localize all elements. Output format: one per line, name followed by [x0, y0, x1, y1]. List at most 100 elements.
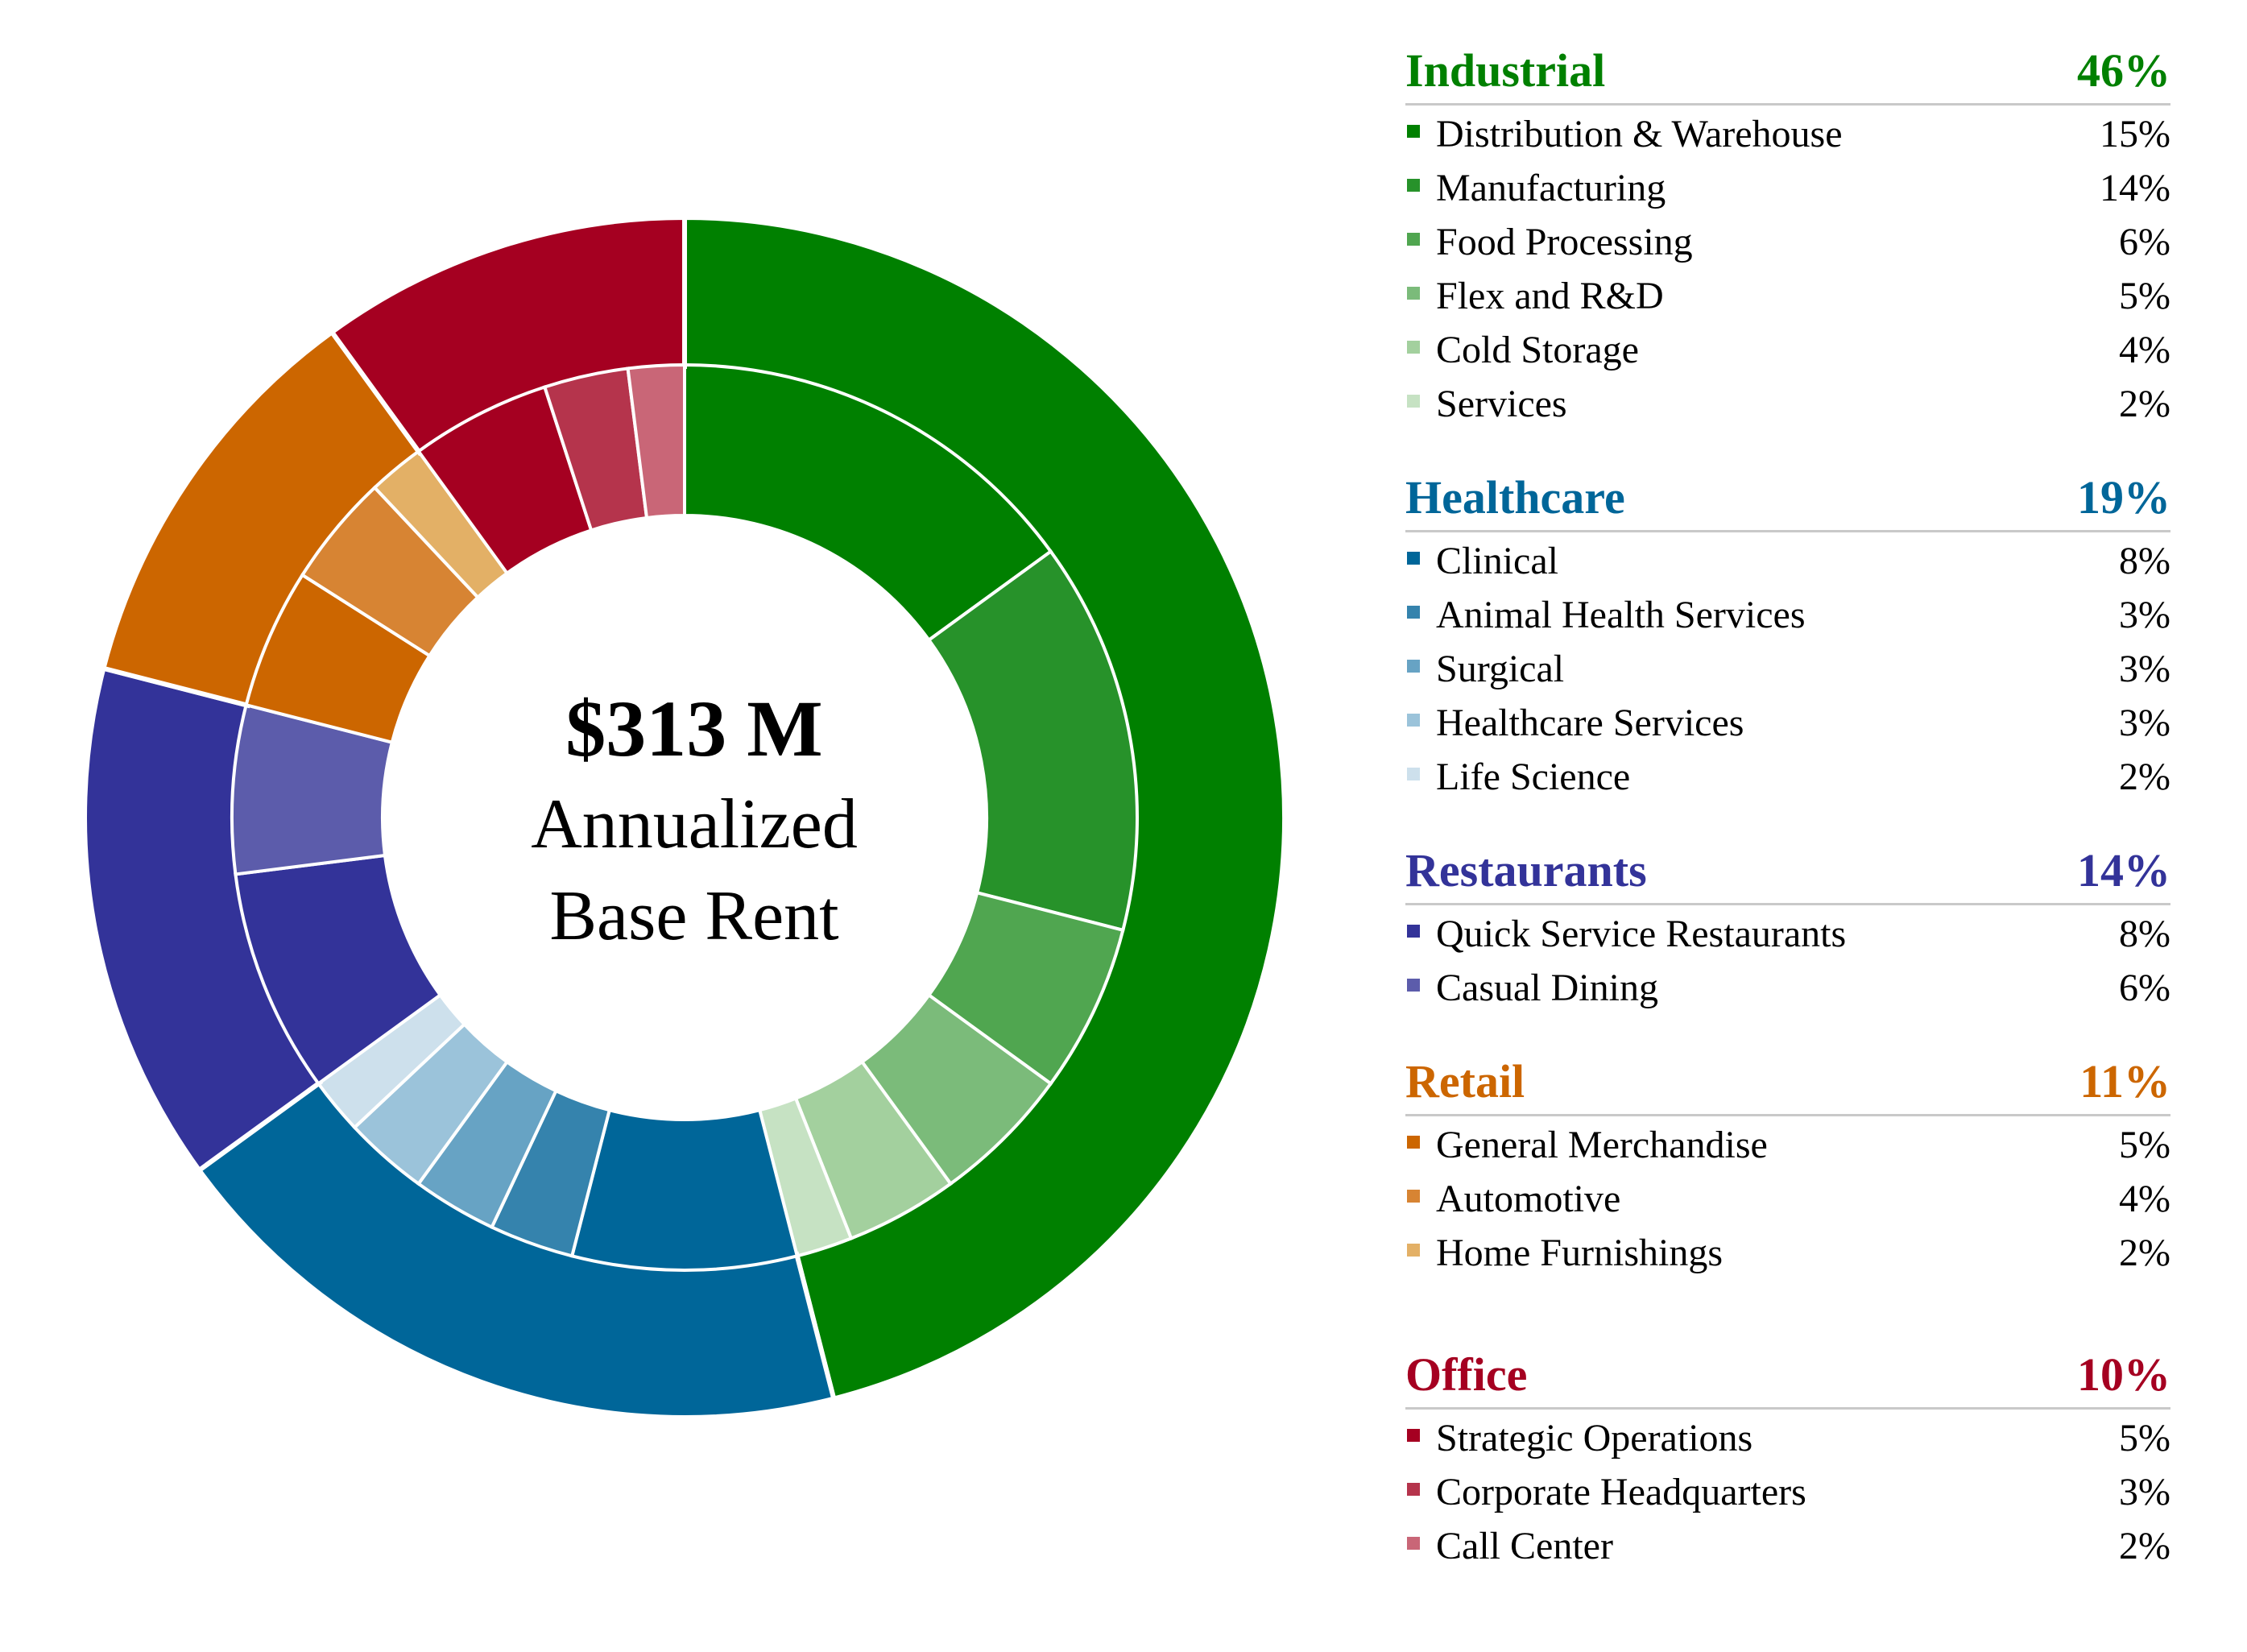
legend-swatch-icon — [1407, 125, 1420, 138]
legend-group-header: Healthcare 19% — [1405, 466, 2170, 532]
legend-item-percent: 3% — [2119, 702, 2170, 744]
legend-swatch-icon — [1407, 1537, 1420, 1550]
legend-item-label: Surgical — [1436, 648, 1565, 690]
legend-item-label: Home Furnishings — [1436, 1232, 1724, 1274]
legend-item-label: Manufacturing — [1436, 167, 1666, 209]
legend-group-percent: 46% — [2077, 44, 2170, 97]
legend-item: Casual Dining 6% — [1405, 959, 2170, 1013]
legend-group-name: Industrial — [1405, 44, 1606, 97]
legend-item-percent: 2% — [2119, 1232, 2170, 1274]
center-total-value: $313 M — [565, 684, 823, 773]
legend-group-header: Office 10% — [1405, 1343, 2170, 1410]
legend-swatch-icon — [1407, 925, 1420, 938]
inner-slice-call-center — [626, 362, 686, 520]
legend-item-percent: 8% — [2119, 540, 2170, 582]
legend-item-percent: 5% — [2119, 1124, 2170, 1166]
legend-group-percent: 11% — [2079, 1055, 2170, 1108]
legend-item-label: Cold Storage — [1436, 329, 1639, 371]
legend-item-label: Healthcare Services — [1436, 702, 1744, 744]
legend-swatch-icon — [1407, 768, 1420, 780]
legend-swatch-icon — [1407, 341, 1420, 354]
legend-item: Cold Storage 4% — [1405, 321, 2170, 375]
legend-item-label: Services — [1436, 383, 1567, 425]
legend-item-percent: 15% — [2100, 113, 2170, 155]
legend-item-percent: 8% — [2119, 913, 2170, 955]
legend-item-percent: 4% — [2119, 329, 2170, 371]
legend-item-label: Quick Service Restaurants — [1436, 913, 1847, 955]
legend-item: Services 2% — [1405, 375, 2170, 429]
legend-item-percent: 5% — [2119, 275, 2170, 317]
legend-item: Clinical 8% — [1405, 532, 2170, 586]
legend-item-percent: 3% — [2119, 1471, 2170, 1513]
legend-item-percent: 6% — [2119, 967, 2170, 1009]
legend-item: General Merchandise 5% — [1405, 1116, 2170, 1170]
inner-slice-clinical — [569, 1108, 800, 1272]
nested-donut-chart — [85, 217, 1285, 1418]
legend-item-percent: 3% — [2119, 594, 2170, 636]
legend-item-label: Casual Dining — [1436, 967, 1658, 1009]
legend-swatch-icon — [1407, 179, 1420, 192]
legend-item-percent: 3% — [2119, 648, 2170, 690]
legend-item: Corporate Headquarters 3% — [1405, 1464, 2170, 1517]
legend-swatch-icon — [1407, 979, 1420, 992]
legend-swatch-icon — [1407, 660, 1420, 673]
legend-item-percent: 2% — [2119, 1525, 2170, 1567]
legend-item-label: Life Science — [1436, 756, 1631, 798]
legend-group-office: Office 10% Strategic Operations 5% Corporate… — [1405, 1343, 2170, 1571]
legend-item-percent: 14% — [2100, 167, 2170, 209]
legend-group-name: Retail — [1405, 1055, 1525, 1108]
legend-item-percent: 2% — [2119, 383, 2170, 425]
legend-swatch-icon — [1407, 552, 1420, 565]
legend-item-label: Automotive — [1436, 1178, 1621, 1220]
legend-swatch-icon — [1407, 1244, 1420, 1257]
legend-item: Surgical 3% — [1405, 640, 2170, 694]
center-caption-line2: Base Rent — [549, 877, 839, 955]
legend-swatch-icon — [1407, 395, 1420, 408]
legend-swatch-icon — [1407, 1429, 1420, 1442]
legend-item-label: Flex and R&D — [1436, 275, 1664, 317]
legend-item: Manufacturing 14% — [1405, 159, 2170, 213]
legend-group-industrial: Industrial 46% Distribution & Warehouse 15%… — [1405, 39, 2170, 429]
legend-item: Home Furnishings 2% — [1405, 1224, 2170, 1278]
legend-item: Life Science 2% — [1405, 748, 2170, 802]
legend-swatch-icon — [1407, 606, 1420, 619]
legend-item-percent: 5% — [2119, 1417, 2170, 1459]
legend-item-percent: 2% — [2119, 756, 2170, 798]
legend-item-label: Strategic Operations — [1436, 1417, 1753, 1459]
legend-group-name: Healthcare — [1405, 471, 1625, 524]
legend-item-percent: 6% — [2119, 221, 2170, 263]
legend-item-label: Distribution & Warehouse — [1436, 113, 1843, 155]
legend-item: Strategic Operations 5% — [1405, 1410, 2170, 1464]
legend-group-percent: 19% — [2077, 471, 2170, 524]
legend-item: Animal Health Services 3% — [1405, 586, 2170, 640]
legend-item: Call Center 2% — [1405, 1517, 2170, 1571]
legend-swatch-icon — [1407, 233, 1420, 246]
legend-swatch-icon — [1407, 287, 1420, 300]
legend-group-name: Restaurants — [1405, 844, 1647, 896]
legend: Industrial 46% Distribution & Warehouse 15%… — [1405, 39, 2170, 1571]
legend-group-percent: 10% — [2077, 1348, 2170, 1401]
legend-item-label: Corporate Headquarters — [1436, 1471, 1806, 1513]
inner-slice-manufacturing — [926, 549, 1139, 933]
legend-item: Healthcare Services 3% — [1405, 694, 2170, 748]
legend-item-label: Food Processing — [1436, 221, 1693, 263]
legend-item-label: Clinical — [1436, 540, 1558, 582]
legend-swatch-icon — [1407, 1190, 1420, 1203]
inner-slice-distribution-and-warehouse — [683, 362, 1053, 643]
legend-item-label: Animal Health Services — [1436, 594, 1806, 636]
legend-group-name: Office — [1405, 1348, 1528, 1401]
legend-group-header: Industrial 46% — [1405, 39, 2170, 106]
legend-item-label: General Merchandise — [1436, 1124, 1768, 1166]
legend-swatch-icon — [1407, 1483, 1420, 1496]
legend-item-label: Call Center — [1436, 1525, 1613, 1567]
legend-swatch-icon — [1407, 1136, 1420, 1149]
legend-group-header: Retail 11% — [1405, 1050, 2170, 1116]
center-caption-line1: Annualized — [531, 785, 858, 863]
legend-item: Distribution & Warehouse 15% — [1405, 106, 2170, 159]
legend-item: Food Processing 6% — [1405, 213, 2170, 267]
